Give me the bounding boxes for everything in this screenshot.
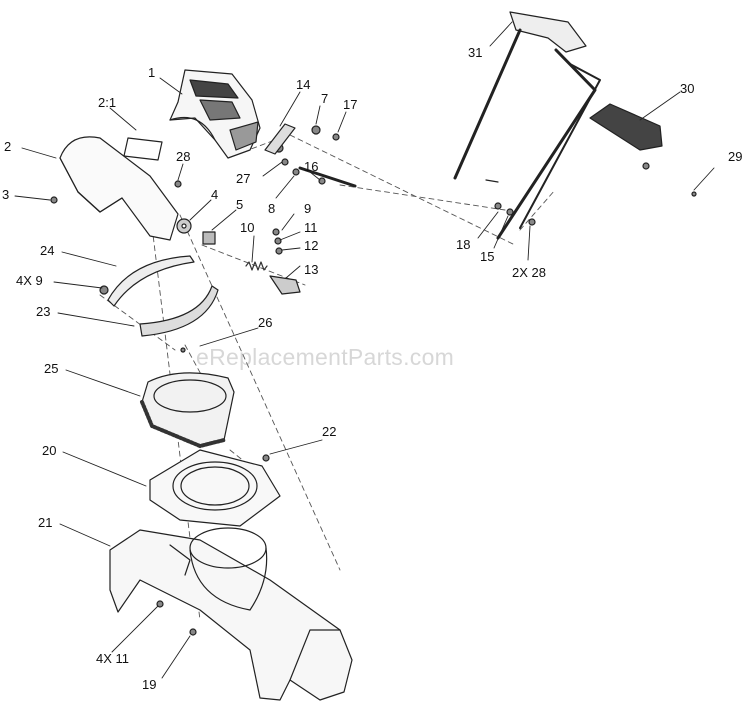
callout-7: 7 <box>321 91 329 106</box>
callout-31: 31 <box>468 45 483 60</box>
hardware <box>50 125 697 636</box>
chute-base <box>149 449 281 527</box>
callout-10: 10 <box>240 220 255 235</box>
callout-29: 29 <box>728 149 743 164</box>
callout-9: 9 <box>304 201 312 216</box>
crank-handle <box>589 103 663 151</box>
handle-shaft <box>453 11 601 240</box>
callout-26: 26 <box>258 315 273 330</box>
callout-25: 25 <box>44 361 59 376</box>
callout-4: 4 <box>211 187 219 202</box>
control-rod <box>264 123 357 188</box>
auger-housing <box>109 527 353 701</box>
callout-15: 15 <box>480 249 495 264</box>
callout-18: 18 <box>456 237 471 252</box>
callout-2: 2 <box>4 139 12 154</box>
callout-8: 8 <box>268 201 276 216</box>
callout-23: 23 <box>36 304 51 319</box>
callout-2x28: 2X 28 <box>512 265 546 280</box>
callout-24: 24 <box>40 243 55 258</box>
callout-13: 13 <box>304 262 319 277</box>
callout-20: 20 <box>42 443 57 458</box>
callout-2-1: 2:1 <box>98 95 117 110</box>
callout-27: 27 <box>236 171 251 186</box>
callout-19: 19 <box>142 677 157 692</box>
strap <box>107 255 195 307</box>
callout-17: 17 <box>343 97 358 112</box>
callout-3: 3 <box>2 187 10 202</box>
watermark: eReplacementParts.com <box>196 344 455 370</box>
lower-strap <box>139 285 219 337</box>
decal <box>123 137 163 161</box>
callout-12: 12 <box>304 238 319 253</box>
callout-11: 11 <box>304 220 318 235</box>
callout-14: 14 <box>296 77 311 92</box>
callout-4x9: 4X 9 <box>16 273 43 288</box>
chute-cover <box>59 136 179 241</box>
spring <box>245 261 268 271</box>
leader-lines <box>14 21 715 679</box>
gear-ring <box>140 372 235 448</box>
bracket <box>269 275 301 295</box>
callout-30: 30 <box>680 81 695 96</box>
callout-21: 21 <box>38 515 53 530</box>
chute-deflector <box>169 69 261 159</box>
callout-4x11: 4X 11 <box>96 651 130 666</box>
callout-5: 5 <box>236 197 244 212</box>
callout-28-top: 28 <box>176 149 191 164</box>
callout-16: 16 <box>304 159 319 174</box>
callout-1: 1 <box>148 65 156 80</box>
callout-22: 22 <box>322 424 337 439</box>
